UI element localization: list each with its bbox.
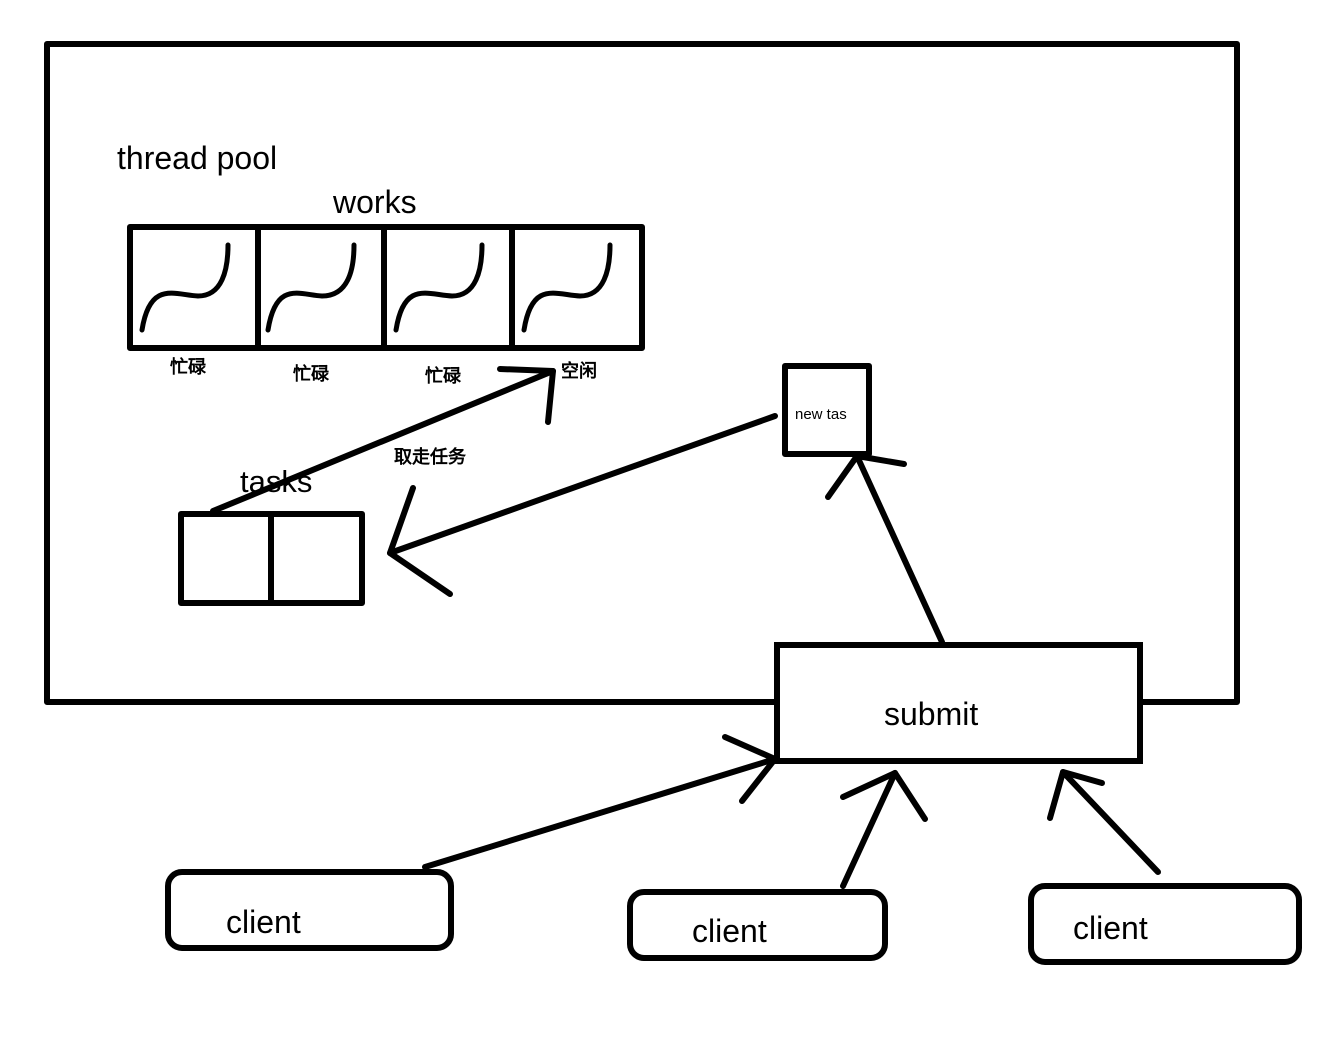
- client-submit-arrow: [840, 770, 928, 889]
- client-arrow-head: [840, 770, 928, 822]
- worker-thread-curve-icon: [521, 242, 613, 333]
- new-task-box: [782, 363, 872, 457]
- worker-array: [127, 224, 645, 351]
- client-arrow-shaft: [1060, 769, 1161, 875]
- take-task-arrow-shaft: [210, 368, 556, 514]
- enqueue-arrow-shaft: [387, 413, 778, 556]
- client-submit-arrow: [422, 734, 778, 870]
- enqueue-arrow-head: [387, 485, 453, 597]
- submit-box: [774, 642, 1143, 764]
- worker-state-label: 忙碌: [293, 363, 330, 384]
- submit-arrow-head: [825, 453, 907, 500]
- worker-thread-curve-icon: [265, 242, 357, 333]
- client-submit-arrow: [1047, 769, 1161, 875]
- take-task-arrow-head: [497, 366, 556, 425]
- client-arrow-head: [722, 734, 778, 804]
- client-box: [1028, 883, 1302, 965]
- task-queue: [178, 511, 365, 606]
- worker-thread-curve-icon: [139, 242, 231, 333]
- client-arrow-head: [1047, 769, 1105, 821]
- worker-thread-curve-icon: [393, 242, 485, 333]
- workers-label: works: [332, 184, 417, 220]
- client-label: client: [692, 913, 767, 949]
- new-task-label: new tas: [795, 406, 847, 423]
- thread-pool-label: thread pool: [117, 140, 277, 176]
- enqueue-arrow: [387, 413, 778, 597]
- take-task-label: 取走任务: [394, 446, 467, 467]
- submit-arrow-shaft: [854, 453, 945, 645]
- worker-state-label: 忙碌: [170, 356, 207, 377]
- client-label: client: [226, 904, 301, 940]
- worker-state-label: 空闲: [561, 360, 597, 381]
- thread-pool-frame: [44, 41, 1240, 705]
- client-arrow-shaft: [422, 756, 778, 870]
- client-arrow-shaft: [840, 770, 898, 889]
- client-label: client: [1073, 910, 1148, 946]
- take-task-arrow: [210, 366, 556, 514]
- submit-to-new-task-arrow: [825, 453, 945, 645]
- client-box: [165, 869, 454, 951]
- submit-label: submit: [884, 696, 978, 732]
- worker-state-label: 忙碌: [425, 365, 462, 386]
- client-box: [627, 889, 888, 961]
